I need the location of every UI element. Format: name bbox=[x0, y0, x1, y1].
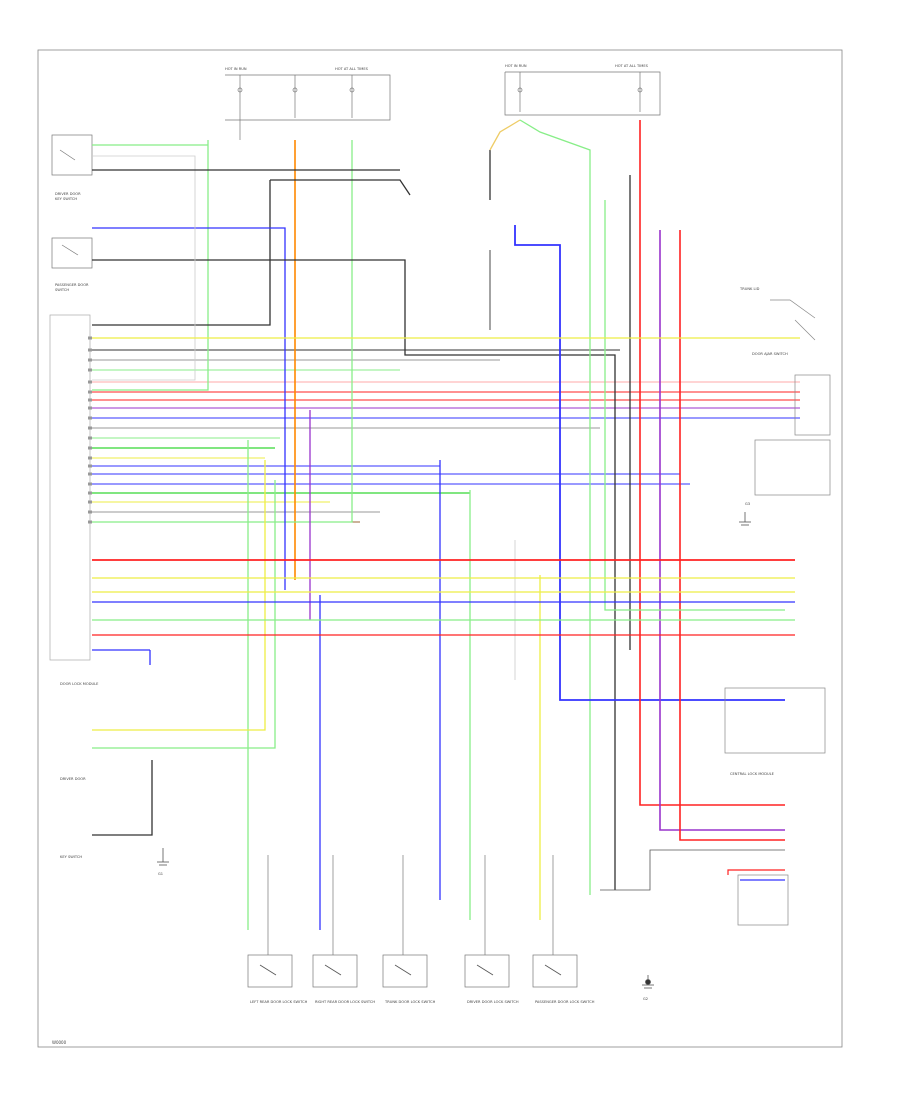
switch-label-1: DRIVER DOOR bbox=[55, 192, 81, 196]
connector-pin bbox=[88, 500, 92, 504]
footer-code: W0000 bbox=[52, 1040, 67, 1045]
module-label-4: CENTRAL LOCK MODULE bbox=[730, 772, 775, 776]
module-label-1: DOOR LOCK MODULE bbox=[60, 682, 99, 686]
power-feed-right bbox=[504, 71, 661, 116]
connector-pin bbox=[88, 398, 92, 402]
connector-pin bbox=[88, 491, 92, 495]
switch-label: TRUNK DOOR LOCK SWITCH bbox=[384, 1000, 436, 1004]
connector-pin bbox=[88, 416, 92, 420]
fuse-label-2: HOT AT ALL TIMES bbox=[335, 67, 369, 71]
diagram-labels: HOT IN RUN HOT AT ALL TIMES HOT IN RUN H… bbox=[52, 64, 788, 1045]
diagram-frame bbox=[37, 49, 843, 1048]
switch-label-1b: KEY SWITCH bbox=[55, 197, 77, 201]
switch-label-2: PASSENGER DOOR bbox=[55, 283, 89, 287]
right-switch-label: TRUNK LID bbox=[739, 287, 760, 291]
right-switch-label-b: DOOR AJAR SWITCH bbox=[752, 352, 788, 356]
ground-label-a: G3 bbox=[745, 502, 750, 506]
connector-pin bbox=[88, 358, 92, 362]
switch-label: DRIVER DOOR LOCK SWITCH bbox=[467, 1000, 519, 1004]
connector-pins bbox=[88, 336, 92, 524]
connector-pin bbox=[88, 336, 92, 340]
ground-label-1: G1 bbox=[158, 872, 163, 876]
connector-pin bbox=[88, 390, 92, 394]
right-modules bbox=[724, 299, 831, 926]
ground-label-2: G2 bbox=[643, 997, 648, 1001]
power-feed-left bbox=[225, 74, 391, 140]
connector-pin bbox=[88, 510, 92, 514]
connector-pin bbox=[88, 380, 92, 384]
module-label-2: DRIVER DOOR bbox=[60, 777, 86, 781]
connector-pin bbox=[88, 464, 92, 468]
connector-pin bbox=[88, 446, 92, 450]
horizontal-wires bbox=[92, 337, 800, 523]
module-label-3: KEY SWITCH bbox=[60, 855, 82, 859]
bottom-right-relay bbox=[600, 849, 785, 891]
switch-label: LEFT REAR DOOR LOCK SWITCH bbox=[250, 1000, 308, 1004]
connector-pin bbox=[88, 368, 92, 372]
connector-pin bbox=[88, 426, 92, 430]
vertical-wires bbox=[92, 119, 785, 930]
right-horizontal-wires bbox=[92, 337, 800, 651]
door-lock-switch: DRIVER DOOR LOCK SWITCH bbox=[464, 855, 519, 1004]
switch-label-2b: SWITCH bbox=[55, 288, 69, 292]
connector-pin bbox=[88, 482, 92, 486]
connector-pin bbox=[88, 472, 92, 476]
door-lock-switch: LEFT REAR DOOR LOCK SWITCH bbox=[247, 855, 308, 1004]
connector-pin bbox=[88, 456, 92, 460]
connector-pin bbox=[88, 520, 92, 524]
fuse-label-1: HOT IN RUN bbox=[225, 67, 247, 71]
door-lock-switch: TRUNK DOOR LOCK SWITCH bbox=[382, 855, 436, 1004]
ground-symbols bbox=[157, 512, 751, 989]
switch-label: RIGHT REAR DOOR LOCK SWITCH bbox=[315, 1000, 375, 1004]
fuse-label-4: HOT AT ALL TIMES bbox=[615, 64, 649, 68]
main-connector-block bbox=[49, 314, 91, 661]
driver-key-switch bbox=[51, 134, 93, 269]
door-lock-switch: RIGHT REAR DOOR LOCK SWITCH bbox=[312, 855, 375, 1004]
connector-pin bbox=[88, 348, 92, 352]
bottom-switches: LEFT REAR DOOR LOCK SWITCH RIGHT REAR DOO… bbox=[247, 855, 595, 1004]
connector-pin bbox=[88, 436, 92, 440]
switch-label: PASSENGER DOOR LOCK SWITCH bbox=[535, 1000, 595, 1004]
connector-pin bbox=[88, 406, 92, 410]
door-lock-switch: PASSENGER DOOR LOCK SWITCH bbox=[532, 855, 595, 1004]
fuse-label-3: HOT IN RUN bbox=[505, 64, 527, 68]
